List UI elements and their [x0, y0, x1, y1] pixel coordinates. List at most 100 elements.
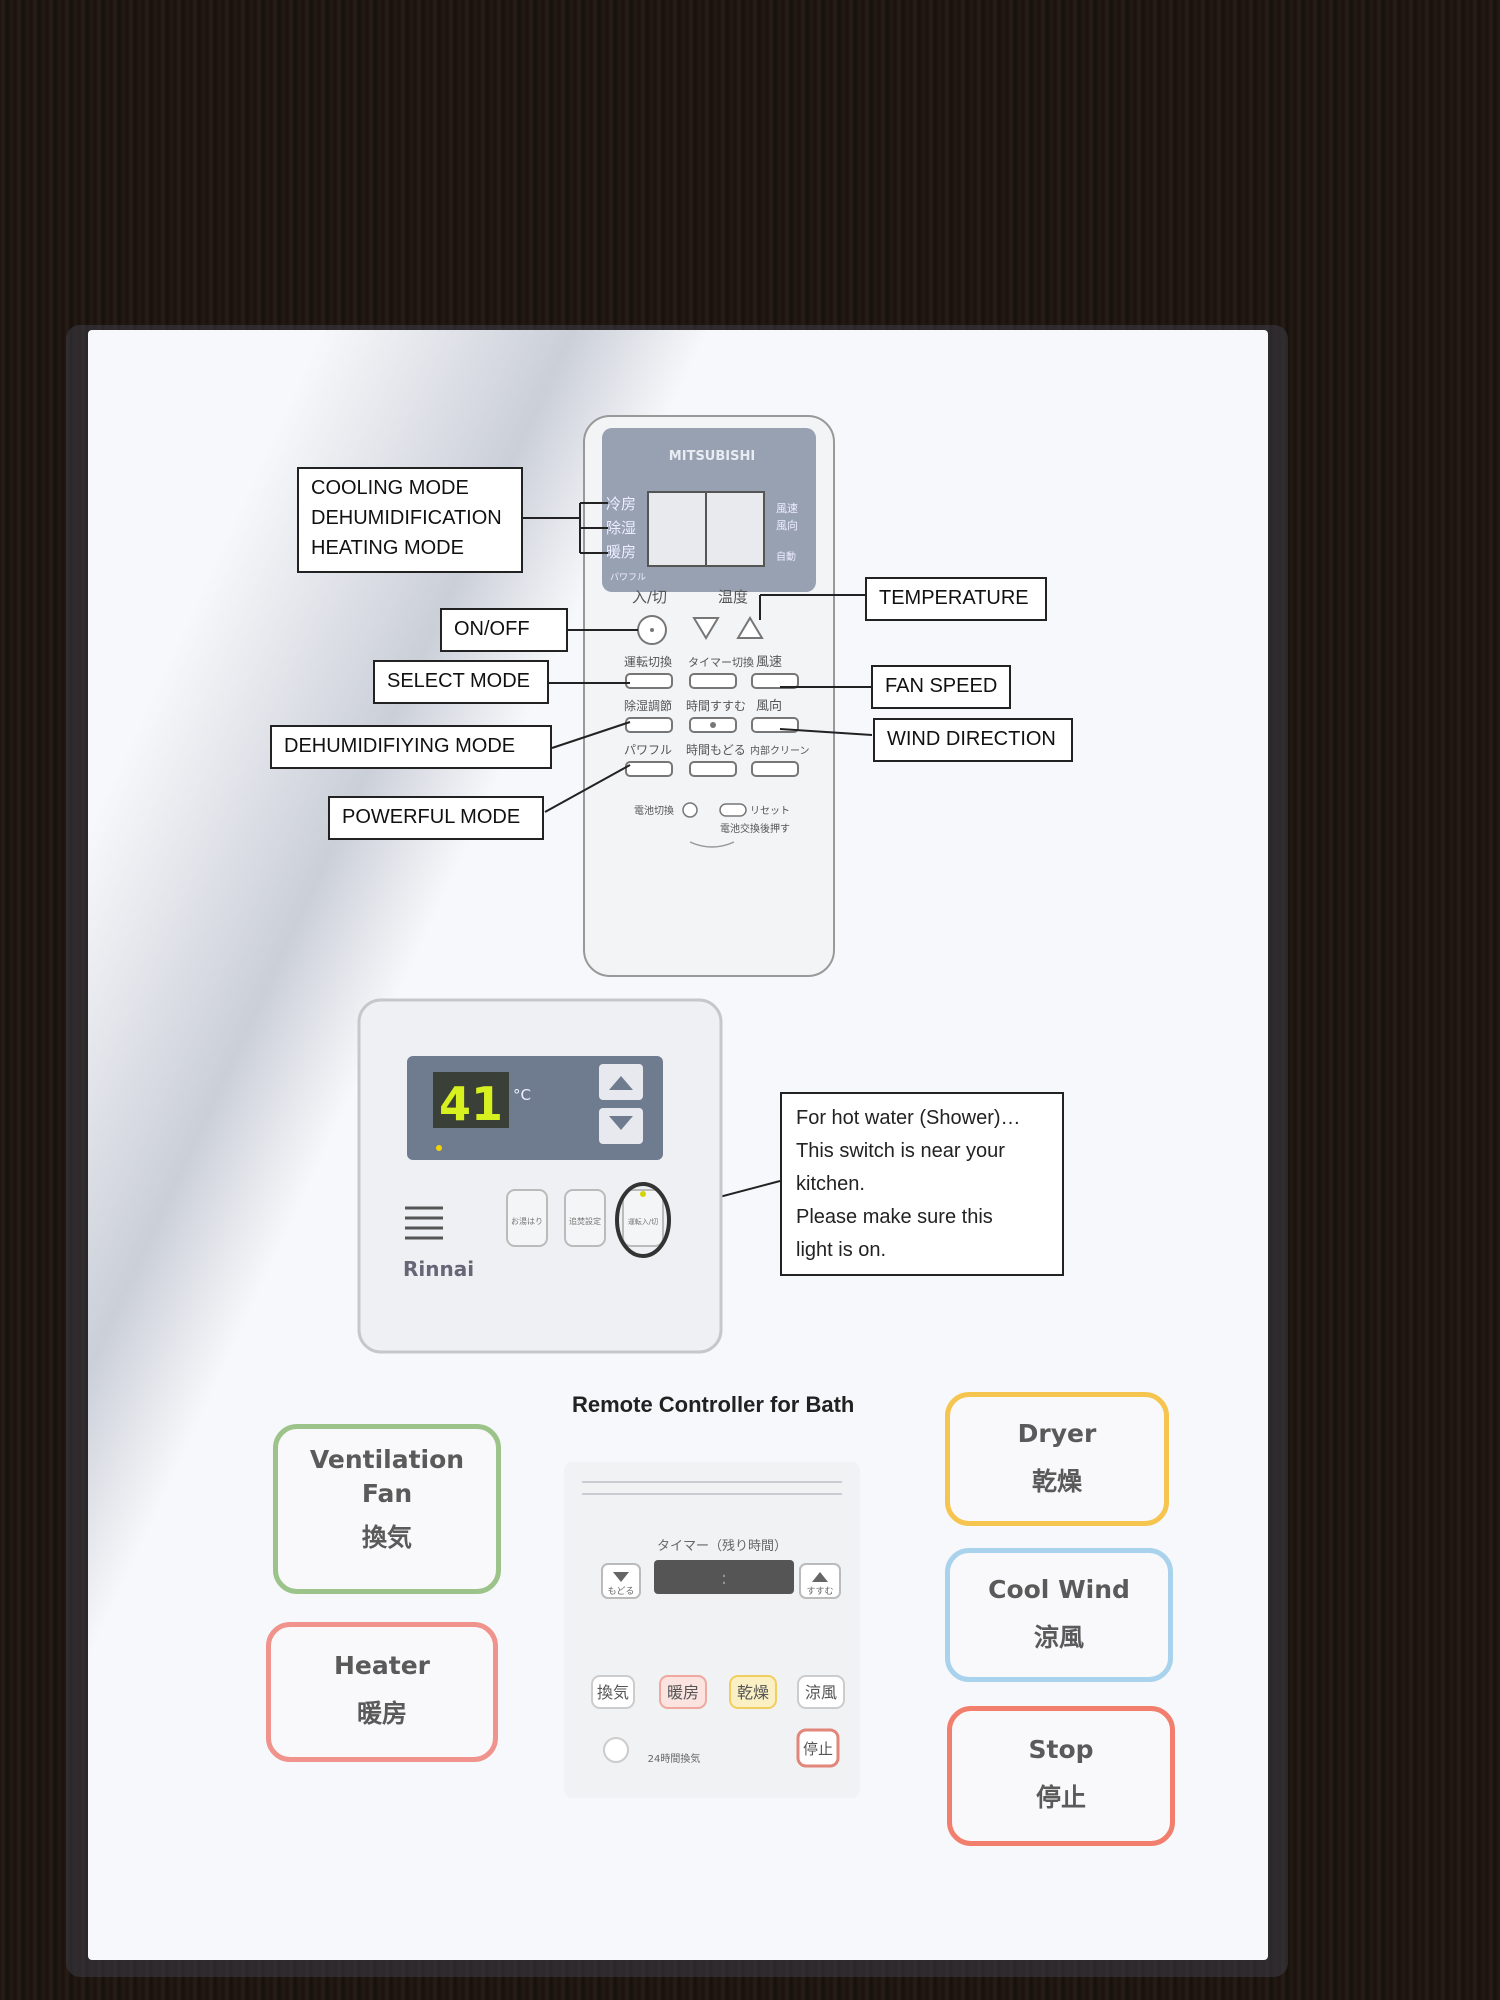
- cool-wind-legend: Cool Wind 涼風: [945, 1548, 1173, 1682]
- display-wind-text: 風向: [776, 518, 798, 532]
- timer-button[interactable]: [689, 673, 737, 689]
- powerful-button[interactable]: [625, 761, 673, 777]
- mode-heat-text: 暖房: [606, 543, 636, 561]
- select-mode-callout: SELECT MODE: [373, 660, 549, 704]
- btn-time-up-text: 時間すすむ: [686, 699, 746, 713]
- heater-en: Heater: [334, 1651, 430, 1680]
- stop-jp: 停止: [1035, 1783, 1086, 1812]
- bath-heater-text: 暖房: [667, 1683, 699, 1702]
- clean-button[interactable]: [751, 761, 799, 777]
- ventilation-fan-legend: Ventilation Fan 換気: [273, 1424, 501, 1594]
- bath-ventilation-text: 換気: [597, 1683, 629, 1702]
- temperature-unit: °C: [513, 1086, 531, 1104]
- water-heater-controller: 41 °C Rinnai お湯はり 追焚設定 運転入/切: [357, 998, 723, 1354]
- fan-speed-button[interactable]: [751, 673, 799, 689]
- dehumidification-label: DEHUMIDIFICATION: [311, 507, 502, 529]
- timer-label-text: タイマー（残り時間）: [657, 1539, 787, 1554]
- hot-water-line-1: For hot water (Shower)…: [796, 1107, 1021, 1129]
- reset-text: リセット: [750, 805, 790, 817]
- temperature-readout: 41: [439, 1077, 503, 1131]
- fan-speed-label: FAN SPEED: [885, 675, 998, 697]
- select-mode-button[interactable]: [625, 673, 673, 689]
- stop-legend: Stop 停止: [947, 1706, 1175, 1846]
- bath-cool-wind-button[interactable]: [797, 1675, 845, 1709]
- timer-up-text: すすむ: [806, 1586, 833, 1597]
- heater-jp: 暖房: [356, 1699, 407, 1728]
- ventilation-en-line1: Ventilation: [309, 1445, 465, 1474]
- cool-wind-en: Cool Wind: [988, 1575, 1130, 1604]
- btn-time-down-text: 時間もどる: [686, 743, 746, 757]
- bath-fill-text: お湯はり: [511, 1216, 543, 1226]
- heater-power-text: 運転入/切: [628, 1217, 658, 1226]
- wind-direction-callout: WIND DIRECTION: [873, 718, 1073, 762]
- temp-up-button[interactable]: [736, 616, 764, 639]
- temperature-callout: TEMPERATURE: [865, 577, 1047, 621]
- powerful-mode-callout: POWERFUL MODE: [328, 796, 544, 840]
- dryer-en: Dryer: [1017, 1419, 1097, 1448]
- btn-powerful-text: パワフル: [624, 743, 672, 757]
- battery-switch-text: 電池切換: [634, 804, 674, 817]
- time-down-button[interactable]: [689, 761, 737, 777]
- power-label: 入/切: [632, 588, 667, 606]
- btn-dehumid-text: 除湿調節: [624, 698, 672, 713]
- bath-24h-text: 24時間換気: [648, 1752, 701, 1765]
- fan-speed-callout: FAN SPEED: [871, 665, 1011, 709]
- modes-callout: COOLING MODE DEHUMIDIFICATION HEATING MO…: [297, 467, 523, 573]
- temp-label: 温度: [718, 588, 748, 606]
- temperature-label: TEMPERATURE: [879, 587, 1029, 609]
- select-mode-label: SELECT MODE: [387, 670, 530, 692]
- powerful-mode-label: POWERFUL MODE: [342, 806, 521, 828]
- stop-en: Stop: [1028, 1735, 1094, 1764]
- on-off-label: ON/OFF: [454, 618, 530, 640]
- dehumidifying-mode-callout: DEHUMIDIFIYING MODE: [270, 725, 552, 769]
- display-fan-text: 風速: [776, 502, 798, 515]
- bath-stop-text: 停止: [803, 1740, 833, 1758]
- ventilation-en-line2: Fan: [361, 1479, 413, 1508]
- aircon-remote-illustration: MITSUBISHI 冷房 除湿 暖房 風速 風向 自動 パワフル 入/切 温度…: [583, 415, 835, 977]
- bath-fill-button[interactable]: [506, 1189, 548, 1247]
- bath-ventilation-button[interactable]: [591, 1675, 635, 1709]
- timer-down-text: もどる: [608, 1586, 635, 1597]
- bath-dryer-text: 乾燥: [737, 1683, 769, 1702]
- heater-legend: Heater 暖房: [266, 1622, 498, 1762]
- heater-down-icon[interactable]: [609, 1116, 633, 1130]
- bath-heater-button[interactable]: [659, 1675, 707, 1709]
- wind-direction-label: WIND DIRECTION: [887, 728, 1056, 750]
- reheat-text: 追焚設定: [569, 1216, 601, 1226]
- ventilation-jp: 換気: [361, 1523, 412, 1552]
- battery-switch[interactable]: [682, 802, 698, 818]
- bath-cool-wind-text: 涼風: [805, 1683, 837, 1702]
- mode-dehumid-text: 除湿: [606, 519, 636, 537]
- temp-down-button[interactable]: [692, 617, 720, 640]
- cool-wind-jp: 涼風: [1033, 1623, 1084, 1652]
- hot-water-line-4: Please make sure this: [796, 1206, 993, 1228]
- dryer-jp: 乾燥: [1031, 1467, 1082, 1496]
- hot-water-line-3: kitchen.: [796, 1173, 865, 1195]
- bath-dryer-button[interactable]: [729, 1675, 777, 1709]
- bath-remote-title: Remote Controller for Bath: [572, 1392, 855, 1417]
- on-off-callout: ON/OFF: [440, 608, 568, 652]
- dehumidify-button[interactable]: [625, 717, 673, 733]
- bath-stop-button[interactable]: [796, 1728, 840, 1768]
- display-powerful-text: パワフル: [610, 572, 646, 583]
- dehumidifying-mode-label: DEHUMIDIFIYING MODE: [284, 735, 516, 757]
- menu-lines-icon: [405, 1206, 443, 1240]
- heater-up-icon[interactable]: [609, 1076, 633, 1090]
- btn-select-mode-text: 運転切換: [624, 655, 672, 669]
- reheat-button[interactable]: [564, 1189, 606, 1247]
- hot-water-line-2: This switch is near your: [796, 1140, 1005, 1162]
- mode-cool-text: 冷房: [606, 495, 636, 513]
- bath-remote-illustration: タイマー（残り時間） もどる : すすむ 換気 暖房 乾燥 涼風 24時間換気 …: [564, 1462, 860, 1798]
- heating-mode-label: HEATING MODE: [311, 537, 464, 559]
- btn-fan-speed-text: 風速: [756, 655, 782, 670]
- display-auto-text: 自動: [776, 550, 796, 563]
- heater-power-button[interactable]: [622, 1189, 664, 1247]
- dryer-legend: Dryer 乾燥: [945, 1392, 1169, 1526]
- reset-button[interactable]: [719, 803, 747, 817]
- btn-timer-text: タイマー切換: [688, 656, 754, 669]
- heater-brand: Rinnai: [403, 1257, 474, 1281]
- cooling-mode-label: COOLING MODE: [311, 477, 469, 499]
- remote-brand: MITSUBISHI: [669, 449, 755, 464]
- indicator-highlight-ring: [615, 1182, 671, 1258]
- wind-direction-button[interactable]: [751, 717, 799, 733]
